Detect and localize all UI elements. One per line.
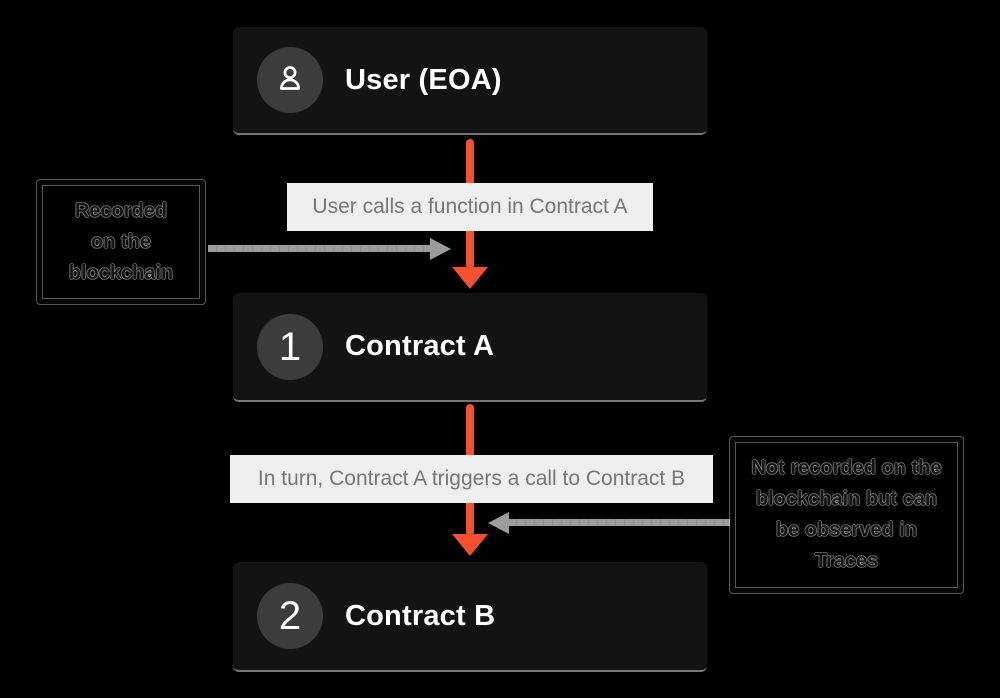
note-recorded-on-blockchain: Recorded on the blockchain xyxy=(37,180,205,304)
edge-label-contract-a-triggers: In turn, Contract A triggers a call to C… xyxy=(230,455,713,503)
note-not-recorded-traces: Not recorded on the blockchain but can b… xyxy=(730,437,963,593)
note-text: Not recorded on the blockchain but can b… xyxy=(751,453,941,577)
note-line: be observed in xyxy=(775,519,918,541)
node-label-user: User (EOA) xyxy=(345,63,502,96)
node-user-eoa: User (EOA) xyxy=(233,27,707,135)
gray-arrow-shaft-right xyxy=(508,519,730,526)
note-line: on the xyxy=(90,230,151,253)
step-badge-2: 2 xyxy=(257,583,323,649)
gray-arrow-shaft-left xyxy=(208,245,432,252)
node-label-contract-b: Contract B xyxy=(345,599,496,632)
edge-label-user-calls: User calls a function in Contract A xyxy=(287,183,653,231)
step-number: 1 xyxy=(278,324,302,369)
gray-arrowhead-right-icon xyxy=(430,238,451,260)
note-line: Traces xyxy=(814,550,879,572)
orange-arrowhead-down-icon xyxy=(452,534,488,556)
person-icon xyxy=(273,61,307,100)
note-text: Recorded on the blockchain xyxy=(69,196,173,289)
note-line: Not recorded on the xyxy=(751,457,942,479)
step-badge-1: 1 xyxy=(257,313,323,380)
gray-arrowhead-left-icon xyxy=(488,512,509,534)
avatar xyxy=(257,47,323,113)
note-line: blockchain but can xyxy=(755,488,938,510)
orange-arrowhead-down-icon xyxy=(452,267,488,289)
note-line: Recorded xyxy=(74,199,168,222)
node-label-contract-a: Contract A xyxy=(345,330,495,362)
node-contract-b: 2 Contract B xyxy=(233,562,707,672)
step-number: 2 xyxy=(278,594,302,638)
node-contract-a: 1 Contract A xyxy=(233,293,707,402)
note-line: blockchain xyxy=(68,261,174,284)
